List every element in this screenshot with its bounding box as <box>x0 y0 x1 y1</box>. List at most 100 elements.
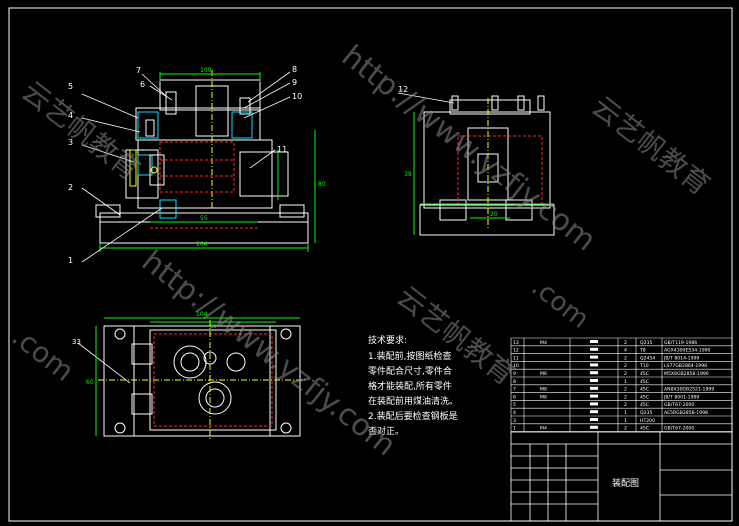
balloon-8: 8 <box>292 65 297 74</box>
watermark: http://www.yzfjy.com 云艺帆教育 http://www.yz… <box>6 39 717 464</box>
bom-cell-qty: 2 <box>624 387 627 393</box>
bom-name-mark <box>590 425 598 429</box>
dim-side-height: 39 <box>404 171 412 178</box>
bom-cell-standard: JB/T 8001-1999 <box>663 394 699 400</box>
bom-cell-standard: JB/T 8014-1999 <box>663 355 699 361</box>
balloon-2: 2 <box>68 183 73 192</box>
bom-cell-qty: 2 <box>624 355 627 361</box>
bom-cell-qty: 2 <box>624 426 627 432</box>
bom-name-mark <box>590 379 598 382</box>
bom-cell-standard: LS77GB2864-1998 <box>664 363 707 369</box>
bom-cell-material: 45C <box>640 371 649 377</box>
watermark-brand: 云艺帆教育 <box>586 90 717 202</box>
bom-cell-no: 4 <box>513 410 516 416</box>
balloon-33: 33 <box>72 338 81 346</box>
bom-cell-material: Q235 <box>640 410 652 416</box>
bom-name-mark <box>590 394 598 398</box>
balloon-10: 10 <box>292 92 302 101</box>
dim-front-inner: 55 <box>200 215 208 222</box>
dim-plan-width: 104 <box>196 311 208 318</box>
watermark-url-short: .com <box>526 272 595 335</box>
balloon-5: 5 <box>68 82 73 91</box>
notes-line: 否对正。 <box>368 425 404 437</box>
bom-cell-no: 12 <box>513 348 519 354</box>
bom-cell-no: 13 <box>513 340 519 346</box>
dim-plan-inner: 80 <box>210 324 216 330</box>
bom-name-mark <box>590 386 598 390</box>
side-view <box>413 95 555 236</box>
dim-front-base: 104 <box>196 241 208 248</box>
bom-cell-standard: AE5RGB2858-1998 <box>664 410 708 416</box>
leader-lines <box>77 71 455 384</box>
bom-name-mark <box>590 402 598 406</box>
bom-cell-no: 6 <box>513 394 516 400</box>
bom-name-mark <box>590 410 598 414</box>
balloon-3: 3 <box>68 138 73 147</box>
bom-cell-no: 7 <box>513 387 516 393</box>
front-view <box>95 70 316 252</box>
bom-name-mark <box>590 371 598 375</box>
bom-cell-no: 3 <box>513 418 516 424</box>
bom-cell-no: 8 <box>513 379 516 385</box>
bom-cell-material: 45C <box>640 394 649 400</box>
dim-front-top: 100 <box>200 67 212 74</box>
bom-cell-material: 45C <box>640 426 649 432</box>
dim-plan-height: 60 <box>86 379 94 386</box>
notes-line: 零件配合尺寸,零件合 <box>368 365 452 377</box>
balloon-7: 7 <box>136 66 141 75</box>
bom-name-mark <box>590 363 598 367</box>
bom-cell-qty: 2 <box>624 363 627 369</box>
drawing-title: 装配图 <box>612 477 639 489</box>
bom-cell-qty: 2 <box>624 340 627 346</box>
balloon-1: 1 <box>68 256 73 265</box>
plan-view <box>95 317 306 440</box>
title-block <box>510 431 733 522</box>
notes-line: 1.装配前,按图纸检查 <box>368 350 451 362</box>
bom-cell-material: Q235 <box>640 340 652 346</box>
bom-cell-no: 11 <box>513 355 519 361</box>
bom-cell-qty: 4 <box>624 348 627 354</box>
bom-cell-material: HT200 <box>640 418 655 424</box>
bom-cell-material: T10 <box>639 363 649 369</box>
balloon-4: 4 <box>68 111 73 120</box>
bom-name-mark <box>590 355 598 359</box>
bom-cell-qty: 1 <box>624 410 627 416</box>
bom-name-mark <box>590 418 598 421</box>
dim-front-height: 80 <box>318 181 326 188</box>
watermark-brand: 云艺帆教育 <box>16 75 147 187</box>
bom-cell-qty: 2 <box>624 402 627 408</box>
bom-cell-material: 45C <box>640 402 649 408</box>
bom-cell-standard: AGX4300E534-1990 <box>664 348 711 354</box>
bom-name-mark <box>590 347 598 351</box>
balloon-9: 9 <box>292 78 297 87</box>
bom-cell-no: 10 <box>513 363 519 369</box>
watermark-url: http://www.yzfjy.com <box>335 39 602 259</box>
notes-line: 2.装配后要检查钢板是 <box>368 410 458 422</box>
balloon-12: 12 <box>398 85 408 94</box>
bom-cell-standard: M5X8GB2858-1990 <box>664 371 709 377</box>
bom-cell-material: 45C <box>640 387 649 393</box>
bom-name-mark <box>590 340 598 343</box>
bom-cell-material: 45C <box>640 379 649 385</box>
notes-line: 格才能装配,所有零件 <box>368 380 452 392</box>
bom-cell-no: 9 <box>513 371 516 377</box>
bom-cell-material: Q2454 <box>640 355 655 361</box>
bom-cell-standard: GB/T67-2000 <box>664 402 694 408</box>
balloon-11: 11 <box>277 145 287 154</box>
bom-cell-qty: 2 <box>624 394 627 400</box>
dim-side-mid: 20 <box>490 211 498 218</box>
bom-cell-name: M8 <box>540 387 547 393</box>
bom-cell-name: M4 <box>540 340 547 346</box>
bom-cell-no: 5 <box>513 402 516 408</box>
balloon-6: 6 <box>140 80 145 89</box>
bom-cell-material: T8 <box>639 348 646 354</box>
bom-cell-qty: 1 <box>624 418 627 424</box>
bom-cell-name: M6 <box>540 371 547 377</box>
drawing-border <box>8 7 733 522</box>
notes-title: 技术要求: <box>368 334 407 346</box>
bom-cell-standard: AN8X30GB2521-1999 <box>664 387 714 393</box>
bom-cell-standard: GB/T67-2000 <box>664 426 694 432</box>
bom-cell-standard: GB/T119-1986 <box>664 340 697 346</box>
